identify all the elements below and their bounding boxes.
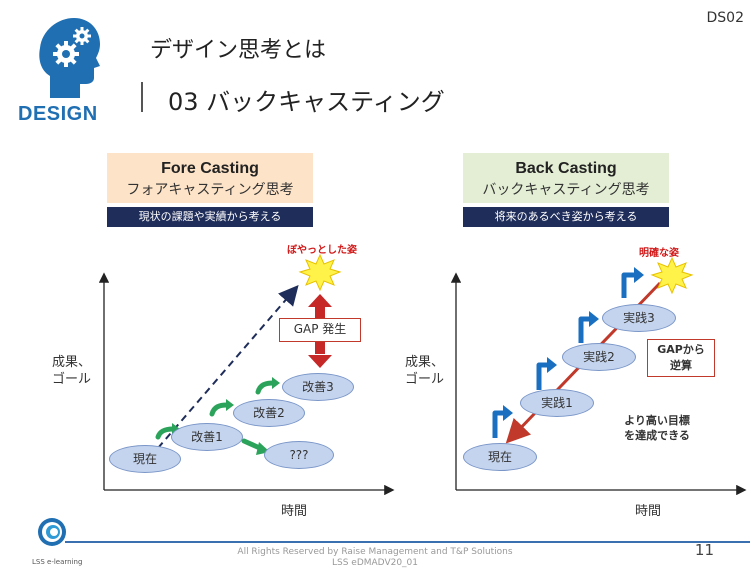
page-number: 11: [694, 541, 714, 559]
fore-casting-bar: 現状の課題や実績から考える: [107, 207, 313, 227]
back-gap-label: GAPから 逆算: [647, 339, 715, 377]
footer-divider: [65, 541, 750, 543]
design-label: DESIGN: [18, 103, 98, 125]
back-node-practice-2: 実践2: [562, 343, 636, 371]
fore-node-current: 現在: [109, 445, 181, 473]
fore-x-axis-title: 時間: [281, 504, 308, 519]
back-note: より高い目標 を達成できる: [624, 414, 690, 442]
fore-node-kaizen-1: 改善1: [171, 423, 243, 451]
fore-casting-title: Fore Casting: [161, 160, 259, 177]
page-title: デザイン思考とは: [150, 38, 327, 63]
page-subtitle: 03 バックキャスティング: [168, 88, 445, 116]
back-casting-header: Back Casting バックキャスティング思考: [463, 153, 669, 203]
footer-copyright: All Rights Reserved by Raise Management …: [0, 547, 750, 569]
title-divider: [141, 82, 143, 112]
back-node-current: 現在: [463, 443, 537, 471]
fore-node-kaizen-2: 改善2: [233, 399, 305, 427]
back-star-label: 明確な姿: [639, 248, 679, 259]
back-casting-bar: 将来のあるべき姿から考える: [463, 207, 669, 227]
back-node-practice-1: 実践1: [520, 389, 594, 417]
fore-goal-star-icon: [298, 253, 342, 292]
back-y-axis-title: 成果、 ゴール: [405, 355, 445, 387]
back-casting-subtitle: バックキャスティング思考: [482, 182, 650, 198]
back-blue-step-arrows: [492, 272, 636, 438]
back-x-axis-title: 時間: [635, 504, 662, 519]
head-gears-logo-icon: [39, 18, 100, 98]
fore-y-axis-title: 成果、 ゴール: [52, 355, 92, 387]
back-goal-star-icon: [650, 256, 694, 295]
back-node-practice-3: 実践3: [602, 304, 676, 332]
footer-logo-text: LSS e-learning: [32, 558, 83, 566]
lss-logo-icon: [38, 518, 66, 546]
slide-id: DS02: [706, 10, 744, 26]
back-casting-title: Back Casting: [515, 160, 617, 177]
fore-gap-label: GAP 発生: [279, 318, 361, 342]
fore-star-label: ぼやっとした姿: [287, 245, 357, 256]
fore-node-unknown: ???: [264, 441, 334, 469]
footer-copyright-line2: LSS eDMADV20_01: [331, 558, 419, 568]
fore-node-kaizen-3: 改善3: [282, 373, 354, 401]
fore-casting-header: Fore Casting フォアキャスティング思考: [107, 153, 313, 203]
footer-copyright-line1: All Rights Reserved by Raise Management …: [237, 547, 513, 557]
fore-casting-subtitle: フォアキャスティング思考: [126, 182, 294, 198]
